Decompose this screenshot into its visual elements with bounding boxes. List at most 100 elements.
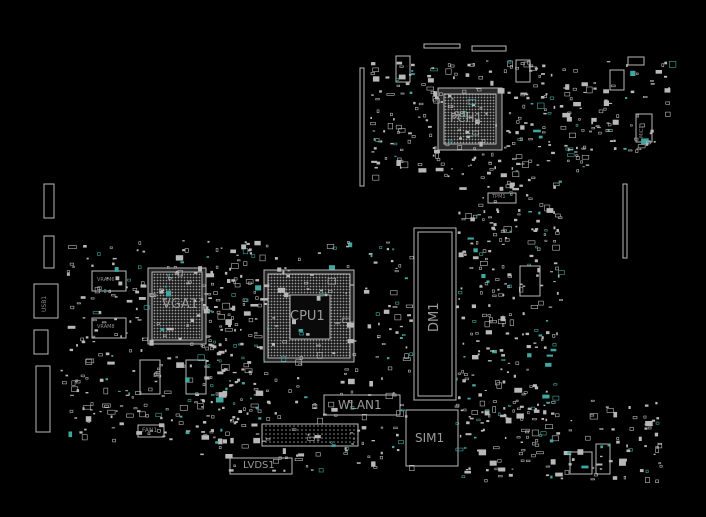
smd-part (484, 410, 490, 416)
smd-part (139, 411, 146, 418)
wlan-slot[interactable] (323, 394, 401, 416)
smd-part (164, 390, 172, 395)
sim-slot[interactable] (405, 409, 459, 467)
smd-part (225, 319, 232, 325)
smd-part (519, 184, 523, 187)
smd-part (92, 335, 96, 338)
smd-part (499, 186, 504, 191)
smd-part (517, 407, 521, 411)
smd-part (105, 352, 110, 356)
smd-part (454, 405, 460, 408)
smd-part (611, 428, 615, 431)
smd-part (219, 325, 223, 328)
smd-part (521, 393, 526, 396)
smd-part (203, 309, 210, 314)
smd-part (241, 423, 247, 427)
smd-part (566, 153, 575, 157)
usb-connector[interactable] (33, 283, 59, 319)
smd-part (371, 62, 376, 66)
smd-part (127, 278, 131, 282)
smd-part (517, 213, 521, 216)
smd-part (118, 281, 123, 286)
smd-part (80, 296, 86, 299)
smd-part (536, 164, 540, 166)
smd-part (179, 405, 188, 411)
smd-part (298, 453, 305, 457)
smd-part (169, 438, 173, 441)
smd-part (474, 436, 477, 439)
smd-part (196, 314, 201, 317)
smd-part (394, 155, 397, 157)
smd-part (232, 371, 237, 374)
lvds-connector[interactable] (229, 457, 293, 475)
smd-part (299, 332, 304, 336)
smd-part (242, 303, 246, 306)
smd-part (636, 72, 639, 75)
smd-part (253, 291, 256, 294)
smd-part (528, 64, 534, 67)
smd-part (569, 97, 573, 101)
smd-part (511, 167, 514, 170)
smd-part (461, 173, 464, 176)
smd-part (268, 401, 271, 405)
smd-part (372, 130, 376, 132)
smd-part (328, 290, 333, 293)
smd-part (496, 210, 500, 213)
smd-part (506, 145, 511, 147)
smd-part (523, 391, 528, 394)
smd-part (596, 127, 601, 129)
smd-part (616, 440, 620, 444)
top-header-b (471, 45, 507, 52)
smd-part (555, 472, 563, 477)
smd-part (526, 96, 530, 100)
smd-part (531, 429, 539, 437)
smd-part (626, 64, 628, 67)
smd-part (376, 109, 380, 114)
smd-part (263, 360, 266, 363)
smd-part (222, 390, 228, 397)
smd-part (534, 328, 539, 332)
smd-part (292, 319, 296, 325)
smd-part (472, 319, 477, 323)
smd-part (463, 373, 468, 376)
smd-part (505, 417, 512, 424)
smd-part (668, 87, 670, 89)
smd-part (379, 90, 382, 93)
smd-part (589, 414, 595, 417)
smd-part (481, 274, 486, 279)
left-connector-d (35, 365, 51, 433)
smd-part (86, 257, 89, 260)
smd-part (421, 83, 426, 86)
smd-part (527, 263, 531, 266)
smd-part (630, 70, 636, 76)
smd-part (471, 409, 478, 415)
tpm-chip (487, 192, 517, 204)
smd-part (383, 309, 390, 314)
fan-connector (137, 424, 165, 438)
smd-part (512, 296, 515, 300)
smd-part (225, 431, 230, 436)
smd-part (529, 254, 534, 258)
smd-part (129, 349, 132, 353)
smd-part (344, 368, 349, 371)
smd-part (612, 119, 619, 125)
smd-part (241, 356, 245, 360)
smd-part (381, 377, 383, 380)
smd-part (257, 303, 262, 308)
smd-part (447, 104, 454, 108)
smd-part (465, 130, 470, 134)
smd-part (71, 380, 76, 386)
smd-part (564, 144, 568, 147)
smd-part (244, 298, 249, 302)
smd-part (472, 256, 479, 260)
smd-part (555, 213, 561, 218)
smd-part (307, 436, 315, 441)
smd-part (477, 353, 480, 356)
smd-part (548, 141, 551, 143)
smd-part (80, 374, 85, 378)
smd-part (486, 347, 490, 350)
smd-part (461, 370, 465, 374)
smd-part (231, 293, 236, 297)
smd-part (395, 124, 402, 130)
dimm-slot[interactable] (413, 227, 457, 401)
